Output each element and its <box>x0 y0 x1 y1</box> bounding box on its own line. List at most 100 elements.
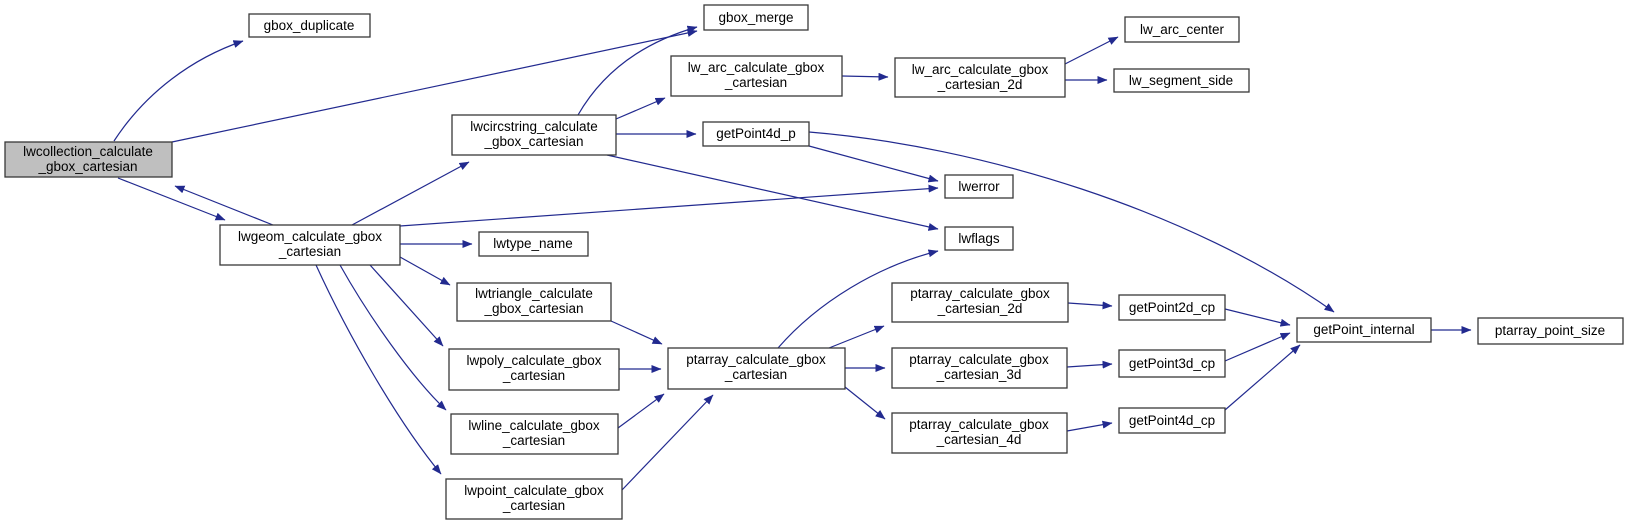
node-getPoint3d_cp[interactable]: getPoint3d_cp <box>1118 349 1226 378</box>
node-label: lwpoint_calculate_gbox <box>464 483 604 498</box>
edge-lwgeom-to-lwtriangle <box>399 256 451 286</box>
node-label: getPoint4d_cp <box>1129 413 1215 428</box>
node-label: ptarray_calculate_gbox <box>909 352 1049 367</box>
node-label: _cartesian <box>724 75 787 90</box>
node-ptarray_calculate_gbox_cartesian_3d[interactable]: ptarray_calculate_gbox _cartesian_3d <box>891 347 1068 389</box>
node-label: _gbox_cartesian <box>483 134 583 149</box>
node-box <box>445 478 623 520</box>
node-lwtriangle_calculate_gbox_cartesian[interactable]: lwtriangle_calculate _gbox_cartesian <box>456 282 612 322</box>
node-label: lw_arc_center <box>1140 22 1225 37</box>
edge-lwcollection-to-lwgeom <box>117 177 226 221</box>
node-ptarray_calculate_gbox_cartesian_4d[interactable]: ptarray_calculate_gbox _cartesian_4d <box>891 412 1068 454</box>
edge-lwcircstring-to-gbox_merge <box>577 25 698 116</box>
node-box <box>1118 294 1226 321</box>
node-lw_arc_calculate_gbox_cartesian_2d[interactable]: lw_arc_calculate_gbox _cartesian_2d <box>894 57 1066 98</box>
edge-ptarray_3d-to-getPoint3d_cp <box>1066 360 1113 369</box>
node-box <box>1296 317 1432 343</box>
node-label: getPoint2d_cp <box>1129 300 1215 315</box>
node-box <box>667 347 846 390</box>
node-ptarray_calculate_gbox_cartesian[interactable]: ptarray_calculate_gbox _cartesian <box>667 347 846 390</box>
node-lw_arc_calculate_gbox_cartesian[interactable]: lw_arc_calculate_gbox _cartesian <box>670 55 843 97</box>
node-label: _cartesian_2d <box>937 301 1023 316</box>
edge-ptarray-to-lwflags <box>777 249 939 349</box>
node-label: _gbox_cartesian <box>483 301 583 316</box>
node-lwcollection_calculate_gbox_cartesian[interactable]: lwcollection_calculate _gbox_cartesian <box>4 141 173 178</box>
nodes: lwcollection_calculate _gbox_cartesian g… <box>4 4 1624 520</box>
edge-getPoint3d_cp-to-getPoint_internal <box>1224 332 1291 362</box>
node-box <box>1113 68 1250 93</box>
node-label: _cartesian <box>278 244 341 259</box>
node-getPoint2d_cp[interactable]: getPoint2d_cp <box>1118 294 1226 321</box>
node-box <box>1477 317 1624 345</box>
node-box <box>219 224 401 266</box>
node-label: _cartesian_4d <box>936 432 1022 447</box>
node-label: lwflags <box>958 231 1000 246</box>
node-label: _gbox_cartesian <box>37 159 137 174</box>
node-label: getPoint_internal <box>1313 322 1414 337</box>
node-box <box>1118 407 1226 434</box>
edge-ptarray-to-ptarray_2d <box>828 325 885 349</box>
node-box <box>702 121 810 147</box>
node-box <box>1118 349 1226 378</box>
edge-lw_arc-to-lw_arc_2d <box>841 72 889 81</box>
node-label: ptarray_calculate_gbox <box>686 352 826 367</box>
node-label: lw_arc_calculate_gbox <box>912 62 1049 77</box>
node-box <box>4 141 173 178</box>
node-label: lwgeom_calculate_gbox <box>238 229 382 244</box>
node-box <box>944 174 1014 199</box>
node-box <box>451 114 617 156</box>
edge-lwtriangle-to-ptarray <box>610 320 663 345</box>
node-box <box>703 4 809 31</box>
node-lwflags[interactable]: lwflags <box>944 226 1014 251</box>
edge-lwpoint-to-ptarray <box>621 394 714 491</box>
node-lwcircstring_calculate_gbox_cartesian[interactable]: lwcircstring_calculate _gbox_cartesian <box>451 114 617 156</box>
edge-lwgeom-to-lwcollection <box>174 185 274 226</box>
node-label: gbox_duplicate <box>264 18 355 33</box>
node-label: getPoint4d_p <box>716 126 796 141</box>
edge-getPoint4d_cp-to-getPoint_internal <box>1224 344 1301 411</box>
node-lwpoint_calculate_gbox_cartesian[interactable]: lwpoint_calculate_gbox _cartesian <box>445 478 623 520</box>
node-label: lwerror <box>958 179 1000 194</box>
node-label: _cartesian <box>502 498 565 513</box>
node-lw_segment_side[interactable]: lw_segment_side <box>1113 68 1250 93</box>
node-label: ptarray_point_size <box>1495 323 1605 338</box>
node-label: _cartesian <box>724 367 787 382</box>
node-label: _cartesian_2d <box>937 77 1023 92</box>
node-box <box>670 55 843 97</box>
node-lwpoly_calculate_gbox_cartesian[interactable]: lwpoly_calculate_gbox _cartesian <box>448 348 620 391</box>
node-ptarray_calculate_gbox_cartesian_2d[interactable]: ptarray_calculate_gbox _cartesian_2d <box>891 282 1069 323</box>
edge-lwgeom-to-lwpoint <box>315 264 442 475</box>
node-label: lwtriangle_calculate <box>475 286 593 301</box>
node-getPoint_internal[interactable]: getPoint_internal <box>1296 317 1432 343</box>
edge-lwgeom-to-lwcircstring <box>351 161 470 226</box>
edge-lwcollection-to-gbox_duplicate <box>113 40 244 142</box>
node-box <box>891 347 1068 389</box>
node-label: ptarray_calculate_gbox <box>910 286 1050 301</box>
edge-getPoint4d_p-to-lwerror <box>808 145 939 183</box>
node-gbox_duplicate[interactable]: gbox_duplicate <box>248 13 371 38</box>
node-label: gbox_merge <box>718 10 793 25</box>
edge-lwcollection-to-gbox_merge <box>171 29 698 143</box>
node-box <box>1124 16 1240 43</box>
node-box <box>944 226 1014 251</box>
edge-lwcircstring-to-lwflags <box>606 154 939 231</box>
node-label: lwcircstring_calculate <box>470 119 598 134</box>
node-gbox_merge[interactable]: gbox_merge <box>703 4 809 31</box>
node-label: lwtype_name <box>493 236 573 251</box>
edge-lwgeom-to-lwline <box>339 264 447 411</box>
node-box <box>891 412 1068 454</box>
edge-getPoint4d_p-to-getPoint_internal <box>808 131 1335 313</box>
node-lw_arc_center[interactable]: lw_arc_center <box>1124 16 1240 43</box>
node-ptarray_point_size[interactable]: ptarray_point_size <box>1477 317 1624 345</box>
node-lwline_calculate_gbox_cartesian[interactable]: lwline_calculate_gbox _cartesian <box>450 413 619 455</box>
edge-lwline-to-ptarray <box>617 393 665 429</box>
node-box <box>894 57 1066 98</box>
node-label: _cartesian_3d <box>936 367 1022 382</box>
node-box <box>450 413 619 455</box>
node-label: lwline_calculate_gbox <box>468 418 600 433</box>
node-getPoint4d_p[interactable]: getPoint4d_p <box>702 121 810 147</box>
node-lwtype_name[interactable]: lwtype_name <box>478 231 589 257</box>
node-lwgeom_calculate_gbox_cartesian[interactable]: lwgeom_calculate_gbox _cartesian <box>219 224 401 266</box>
node-getPoint4d_cp[interactable]: getPoint4d_cp <box>1118 407 1226 434</box>
node-lwerror[interactable]: lwerror <box>944 174 1014 199</box>
